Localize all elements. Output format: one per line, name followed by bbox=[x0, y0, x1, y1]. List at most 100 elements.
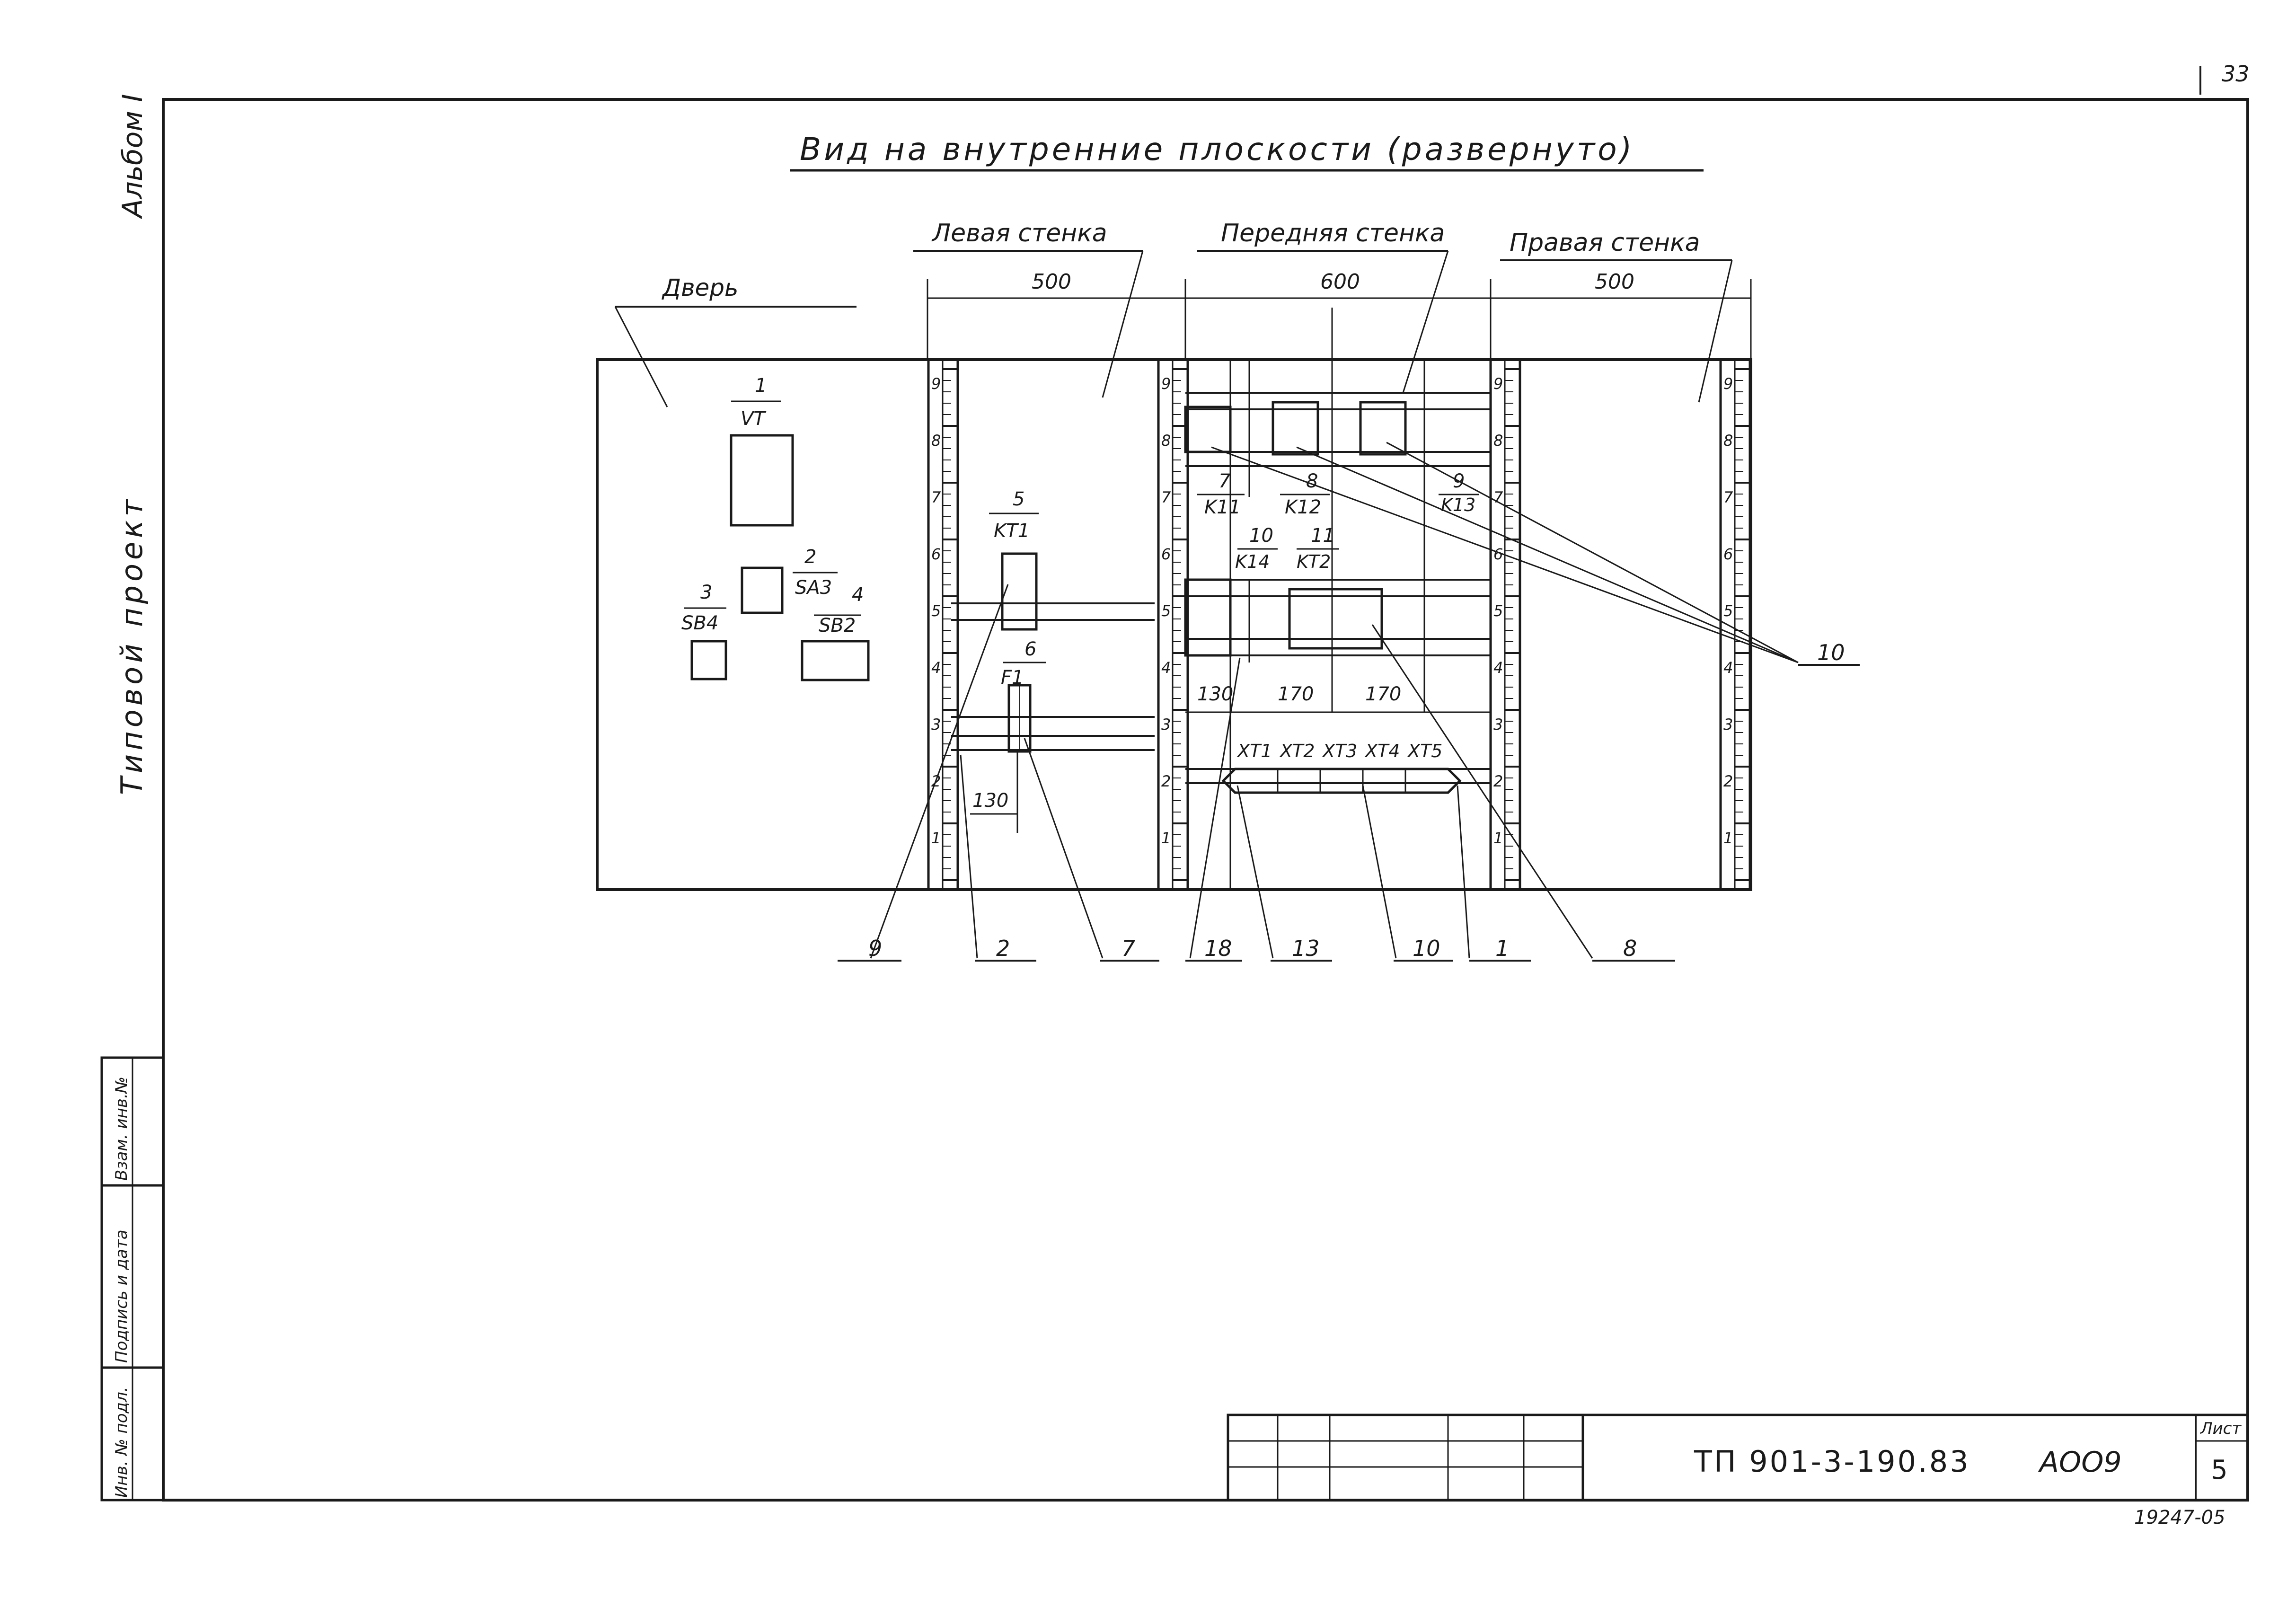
front-wall-label: Передняя стенка bbox=[1221, 219, 1445, 247]
terminal-label: XT3 bbox=[1322, 741, 1357, 761]
scale-number: 5 bbox=[1161, 602, 1171, 620]
front-device-num: 7 bbox=[1219, 470, 1231, 492]
page-title: Вид на внутренние плоскости (развернуто) bbox=[800, 131, 1634, 168]
scale-number: 2 bbox=[1723, 772, 1733, 790]
terminal-label: XT4 bbox=[1364, 741, 1400, 761]
relay-k14-box bbox=[1184, 578, 1232, 657]
left-wall-label: Левая стенка bbox=[931, 219, 1107, 247]
relay-k11-box bbox=[1184, 406, 1232, 453]
front-device-num: 10 bbox=[1249, 525, 1273, 547]
scale-number: 4 bbox=[931, 659, 941, 677]
scale-number: 7 bbox=[1161, 488, 1171, 506]
scale-number: 3 bbox=[1161, 716, 1171, 733]
left-device-num: 5 bbox=[1013, 488, 1024, 510]
scale-number: 7 bbox=[1493, 488, 1503, 506]
scale-number: 6 bbox=[1161, 545, 1171, 563]
sheet-label: Лист bbox=[2199, 1419, 2242, 1438]
title-block: ТП 901-3-190.83 АОО9 Лист 5 19247-05 bbox=[1227, 1413, 2248, 1528]
scale-number: 4 bbox=[1723, 659, 1733, 677]
sheet-number: 5 bbox=[2211, 1455, 2228, 1485]
stamp-replace: Взам. инв.№ bbox=[112, 1077, 131, 1181]
designation: ТП 901-3-190.83 bbox=[1694, 1444, 1970, 1479]
terminal-label: XT5 bbox=[1407, 741, 1442, 761]
stamp-inv: Инв. № подл. bbox=[112, 1387, 131, 1498]
front-dim-1: 130 bbox=[1197, 683, 1233, 705]
fuse-f1-box bbox=[1007, 684, 1032, 753]
front-device-num: 8 bbox=[1306, 470, 1318, 492]
relay-k13-box bbox=[1359, 401, 1407, 456]
front-device-code: K11 bbox=[1204, 496, 1241, 518]
scale-number: 6 bbox=[931, 545, 941, 563]
scale-number: 5 bbox=[1723, 602, 1733, 620]
dim-left: 500 bbox=[1032, 270, 1071, 294]
scale-number: 3 bbox=[1723, 716, 1733, 733]
scale-number: 8 bbox=[931, 432, 941, 450]
scale-number: 9 bbox=[931, 375, 941, 393]
scale-number: 6 bbox=[1493, 545, 1503, 563]
left-device-code: KT1 bbox=[994, 520, 1030, 542]
callouts: 9 2 7 18 13 10 1 8 10 bbox=[838, 640, 1860, 962]
door-device-num: 4 bbox=[852, 584, 864, 606]
scale-number: 3 bbox=[931, 716, 941, 733]
door-devices: 1 VT 2 SA3 3 SB4 4 SB2 bbox=[681, 375, 870, 681]
switch-box bbox=[741, 566, 784, 614]
scale-number: 7 bbox=[1723, 488, 1733, 506]
callout-label: 13 bbox=[1292, 936, 1320, 961]
relay-kt2-box bbox=[1288, 588, 1383, 650]
callout-label: 8 bbox=[1623, 936, 1637, 961]
front-dim-2: 170 bbox=[1278, 683, 1314, 705]
door-device-code: VT bbox=[741, 408, 767, 430]
left-wall-internals: 5 KT1 6 F1 130 bbox=[951, 488, 1155, 833]
unfolded-outline bbox=[596, 358, 1752, 891]
scale-number: 7 bbox=[931, 488, 941, 506]
callout-label: 10 bbox=[1413, 936, 1440, 961]
album-label: Альбом I bbox=[116, 94, 149, 220]
scale-number: 8 bbox=[1723, 432, 1733, 450]
scale-number: 9 bbox=[1493, 375, 1503, 393]
scale-number: 1 bbox=[1723, 829, 1733, 847]
callout-label: 9 bbox=[868, 936, 882, 961]
callout-label: 10 bbox=[1817, 640, 1845, 665]
button-box-sb4 bbox=[690, 640, 727, 680]
scale-number: 5 bbox=[1493, 602, 1503, 620]
front-device-num: 11 bbox=[1311, 525, 1335, 547]
door-device-num: 3 bbox=[700, 582, 712, 603]
scale-number: 2 bbox=[1161, 772, 1171, 790]
voltmeter-box bbox=[730, 434, 794, 527]
scale-number: 4 bbox=[1161, 659, 1171, 677]
door-device-code: SB2 bbox=[819, 615, 856, 636]
left-wall-dim: 130 bbox=[972, 790, 1008, 812]
front-device-code: K13 bbox=[1441, 495, 1475, 515]
front-wall-internals: 7 K11 8 K12 9 K13 10 K14 11 KT2 130 170 … bbox=[1184, 308, 1491, 890]
front-device-code: K14 bbox=[1235, 551, 1270, 572]
scale-number: 1 bbox=[1493, 829, 1503, 847]
right-wall-label: Правая стенка bbox=[1510, 229, 1700, 257]
callout-label: 2 bbox=[996, 936, 1010, 961]
scale-number: 1 bbox=[931, 829, 941, 847]
scale-number: 8 bbox=[1493, 432, 1503, 450]
width-dimensions: 500 600 500 bbox=[927, 270, 1752, 360]
project-label: Типовой проект bbox=[115, 495, 149, 795]
terminal-label: XT1 bbox=[1236, 741, 1272, 761]
front-device-code: K12 bbox=[1285, 496, 1321, 518]
scale-number: 2 bbox=[1493, 772, 1503, 790]
door-device-code: SB4 bbox=[681, 612, 718, 634]
left-device-num: 6 bbox=[1024, 638, 1036, 660]
panel-labels: Дверь Левая стенка Передняя стенка Права… bbox=[614, 219, 1733, 407]
callout-label: 1 bbox=[1495, 936, 1509, 961]
button-box-sb2 bbox=[801, 640, 870, 681]
front-device-code: KT2 bbox=[1297, 551, 1331, 572]
terminal-label: XT2 bbox=[1279, 741, 1315, 761]
relay-k12-box bbox=[1272, 401, 1319, 456]
door-label: Дверь bbox=[662, 274, 739, 301]
left-stamp: Инв. № подл. Подпись и дата Взам. инв.№ bbox=[100, 1056, 165, 1502]
corner-number: 33 bbox=[2222, 61, 2250, 87]
door-device-num: 1 bbox=[755, 375, 767, 397]
callout-label: 7 bbox=[1122, 936, 1135, 961]
scale-number: 8 bbox=[1161, 432, 1171, 450]
scale-number: 3 bbox=[1493, 716, 1503, 733]
door-device-code: SA3 bbox=[795, 577, 832, 599]
callout-label: 18 bbox=[1204, 936, 1232, 961]
